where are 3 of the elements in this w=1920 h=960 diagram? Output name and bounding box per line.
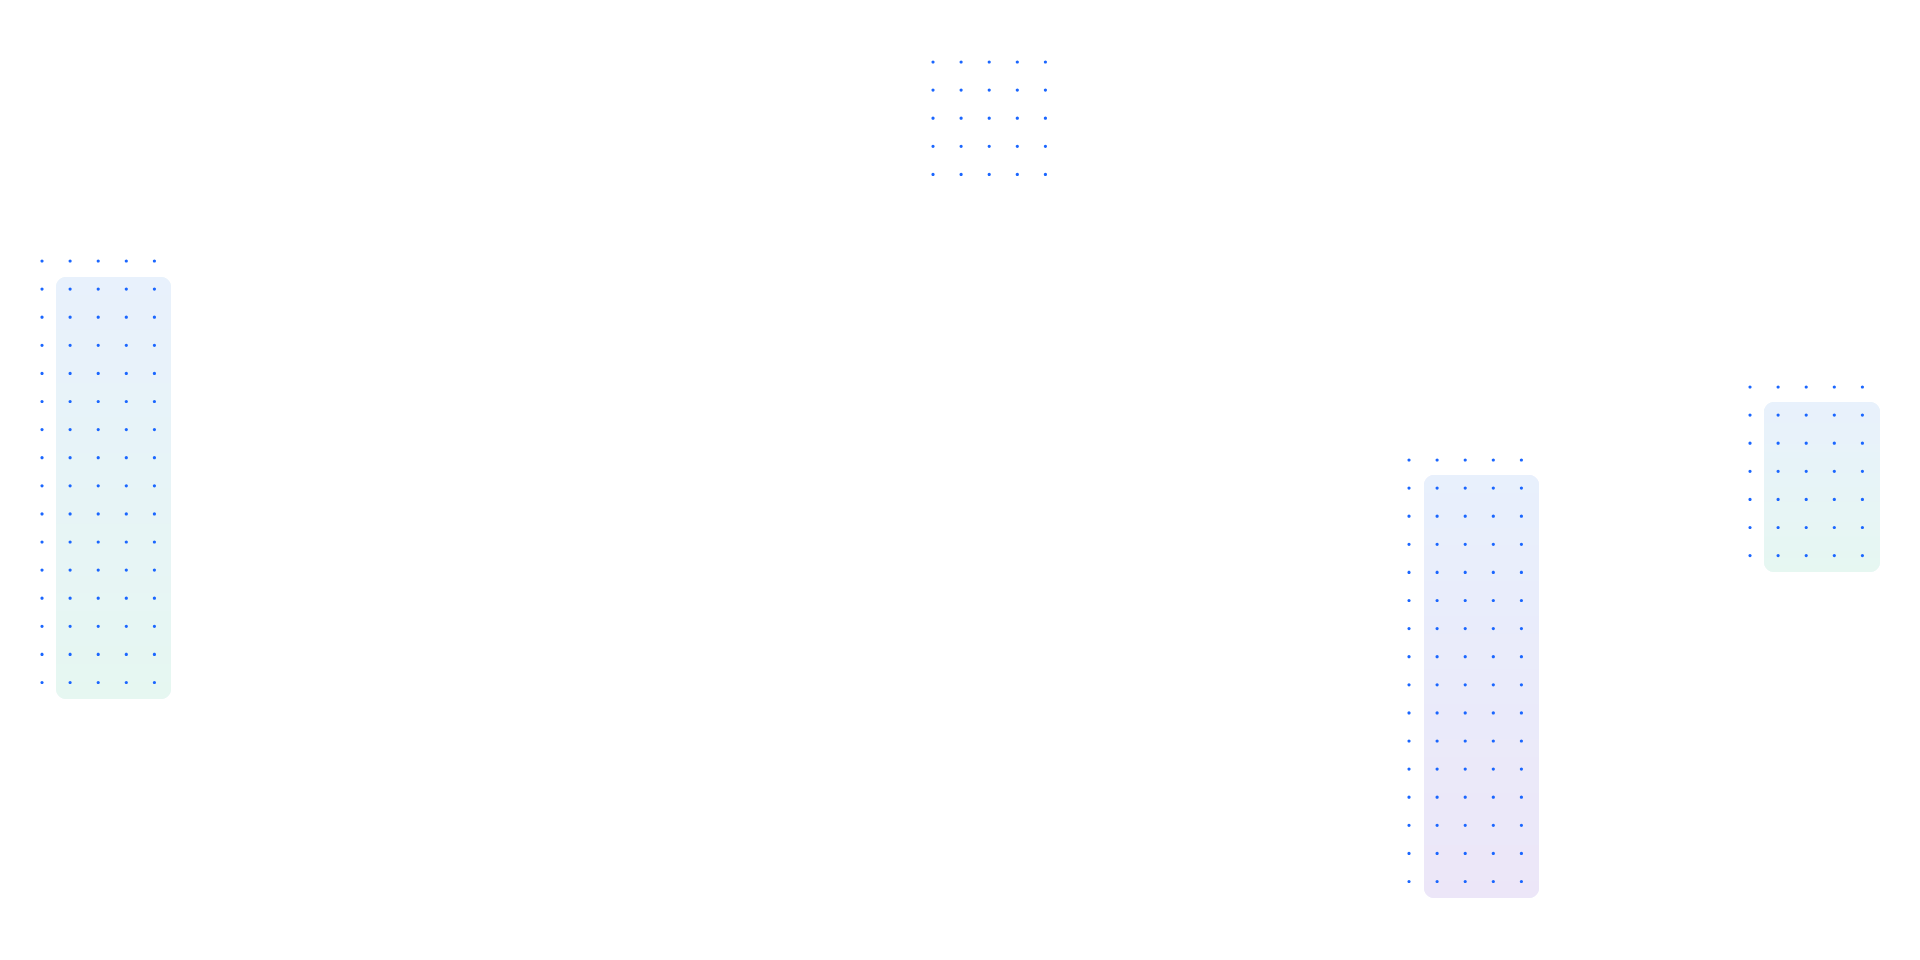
card-background [1424,475,1539,898]
card-background [1764,402,1880,572]
card-background [56,277,171,699]
